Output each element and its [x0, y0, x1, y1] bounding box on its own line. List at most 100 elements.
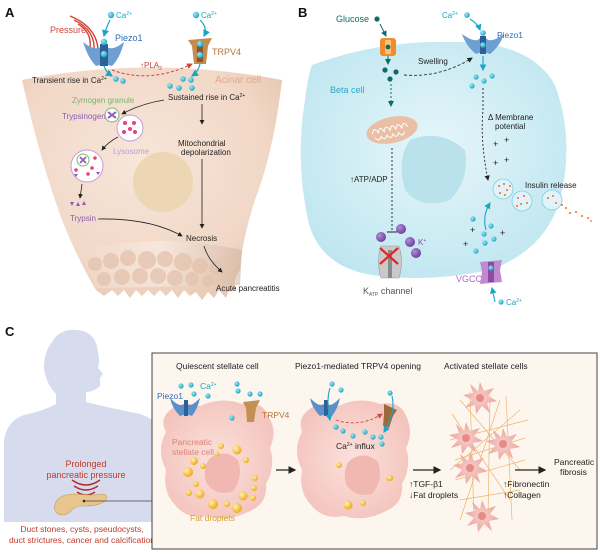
acinar-cell-label: Acinar cell: [215, 75, 261, 86]
pancreatic-stellate-line2: stellate cell: [172, 447, 214, 457]
ca-influx-label: influx: [353, 441, 376, 451]
sustained-rise-label: Sustained rise in Ca: [168, 93, 240, 102]
katp-channel-label: channel: [378, 286, 412, 296]
svg-text:Ca2+ influx: Ca2+ influx: [336, 441, 376, 451]
beta-cell-label: Beta cell: [330, 85, 365, 95]
trpv4-label-c: TRPV4: [262, 410, 290, 420]
svg-text:+: +: [493, 139, 498, 149]
atp-adp-label: ↑ATP/ADP: [350, 175, 388, 184]
collagen-label: ↑Collagen: [503, 490, 541, 500]
svg-text:Ca2+: Ca2+: [442, 11, 458, 20]
mito-depol-line2: depolarization: [181, 148, 231, 157]
secretory-granules: [88, 250, 223, 287]
acinar-nucleus: [133, 152, 193, 212]
svg-text:+: +: [504, 155, 509, 165]
glucose-icon: [374, 16, 380, 22]
svg-text:+: +: [493, 158, 498, 168]
tgf-beta-label: ↑TGF-β1: [409, 479, 443, 489]
piezo1-label-b: Piezo1: [497, 30, 523, 40]
trpv4-label-a: TRPV4: [212, 47, 241, 57]
beta-nucleus: [401, 135, 466, 204]
piezo-mediated-title: Piezo1-mediated TRPV4 opening: [295, 361, 421, 371]
lysosome-label: Lysosome: [113, 147, 150, 156]
membrane-potential-line2: potential: [495, 122, 525, 131]
piezo1-channel-icon: [83, 38, 124, 66]
svg-text:+: +: [470, 225, 475, 235]
zymogen-granule-label: Zymogen granule: [72, 96, 135, 105]
trpv4-channel-icon-c: [243, 400, 260, 422]
glucose-label: Glucose: [336, 14, 369, 24]
ca-ion-icon: [107, 11, 115, 19]
fat-droplets-decrease-label: ↓Fat droplets: [409, 490, 458, 500]
pancreatic-fibrosis-line2: fibrosis: [560, 467, 587, 477]
quiescent-title: Quiescent stellate cell: [176, 361, 259, 371]
mitochondrion-icon: [366, 116, 418, 144]
autophagolysosome-icon: [70, 149, 104, 183]
piezo1-channel-icon-c: [170, 398, 200, 416]
svg-text:+: +: [500, 228, 505, 238]
fat-droplets-label: Fat droplets: [190, 513, 235, 523]
pressure-label: Pressure: [50, 25, 86, 35]
svg-text:Ca2+: Ca2+: [200, 381, 217, 391]
blocked-x-icon: [379, 247, 399, 265]
activated-stellate-cell: [486, 428, 520, 460]
svg-text:Ca2+: Ca2+: [201, 11, 217, 20]
activated-stellate-cells: [449, 382, 520, 532]
panel-c: C Prolonged pancreatic pressure Duct sto…: [4, 324, 598, 550]
panel-b-label: B: [298, 5, 307, 20]
pancreas-icon: [54, 493, 107, 516]
insulin-release-label: Insulin release: [525, 181, 577, 190]
human-silhouette: [4, 329, 166, 522]
positive-charges: ++ ++ +++: [463, 135, 509, 249]
quiescent-nucleus: [204, 453, 240, 493]
svg-text:↑PLA2: ↑PLA2: [140, 61, 162, 72]
vgcc-label: VGCC: [456, 274, 483, 284]
piezo1-label-a: Piezo1: [115, 33, 143, 43]
trpv4-channel-icon: [188, 38, 212, 64]
trypsinogen-label: Trypsinogen: [62, 112, 106, 121]
necrosis-label: Necrosis: [186, 234, 217, 243]
svg-text:Sustained rise in Ca2+: Sustained rise in Ca2+: [168, 93, 245, 102]
activated-title: Activated stellate cells: [444, 361, 528, 371]
fat-droplets: [183, 443, 258, 513]
trypsin-label: Trypsin: [70, 214, 96, 223]
causes-line1: Duct stones, cysts, pseudocysts,: [20, 524, 143, 534]
ca-ion-icon: [192, 11, 200, 19]
panel-a-label: A: [5, 5, 15, 20]
pancreatic-stellate-line1: Pancreatic: [172, 437, 213, 447]
piezo1-channel-icon-b: [462, 30, 504, 54]
fibronectin-label: ↑Fibronectin: [503, 479, 550, 489]
panel-a: A Pressure Piezo1: [5, 5, 282, 300]
potassium-ions-icon: [376, 224, 421, 258]
svg-text:KATP channel: KATP channel: [363, 286, 412, 298]
svg-text:Ca2+: Ca2+: [116, 11, 132, 20]
piezo1-label-c: Piezo1: [157, 391, 183, 401]
piezo1-open-channel-icon: [310, 398, 340, 416]
prolonged-pressure-line1: Prolonged: [65, 459, 106, 469]
activated-stellate-cell: [463, 382, 497, 414]
svg-text:Ca2+: Ca2+: [506, 298, 522, 307]
activated-stellate-cell: [453, 452, 487, 484]
svg-text:+: +: [463, 239, 468, 249]
ca-influx-arrow: [101, 19, 111, 38]
pancreatic-fibrosis-line1: Pancreatic: [554, 457, 595, 467]
trpv4-open-channel-icon: [383, 404, 397, 428]
svg-text:Transient rise in Ca2+: Transient rise in Ca2+: [32, 76, 107, 85]
trypsin-icon: [70, 201, 86, 206]
vgcc-channel-icon: [480, 260, 502, 284]
causes-line2: duct strictures, cancer and calcificatio…: [9, 535, 155, 545]
swelling-label: Swelling: [418, 57, 448, 66]
glucose-transporter-icon: [380, 38, 396, 56]
membrane-potential-line1: Δ Membrane: [488, 113, 534, 122]
activated-stellate-cell: [465, 500, 499, 532]
acute-pancreatitis-label: Acute pancreatitis: [216, 284, 280, 293]
panel-b: B Beta cell Glucose Swelling ↑ATP/AD: [298, 5, 592, 307]
svg-text:+: +: [504, 135, 509, 145]
mito-depol-line1: Mitochondrial: [178, 139, 226, 148]
panel-c-label: C: [5, 324, 15, 339]
prolonged-pressure-line2: pancreatic pressure: [46, 470, 125, 480]
activated-stellate-cell: [449, 422, 483, 454]
svg-text:K+: K+: [418, 238, 426, 247]
transient-rise-label: Transient rise in Ca: [32, 76, 102, 85]
